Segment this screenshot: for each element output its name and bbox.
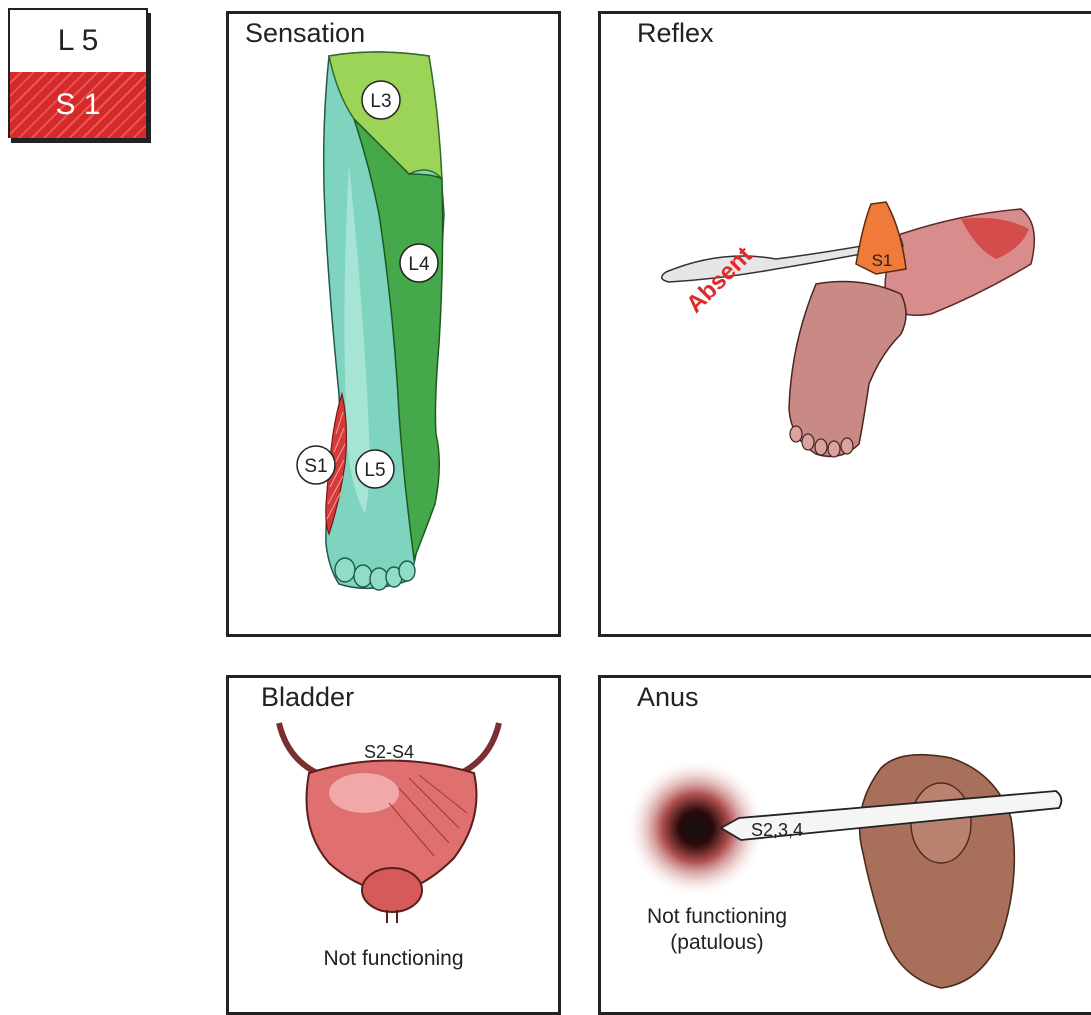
- bladder-bulb: [362, 868, 422, 912]
- foot: [789, 282, 906, 457]
- level-badge-box: L 5 S 1: [8, 8, 148, 138]
- reflex-panel: Reflex S1 Absent: [598, 11, 1091, 637]
- leg-dermatome-illustration: L3 L4 S1 L5: [229, 14, 558, 634]
- bladder-segment-label: S2-S4: [364, 742, 414, 762]
- anus-caption: Not functioning (patulous): [617, 904, 817, 957]
- level-s1-highlighted: S 1: [10, 72, 146, 138]
- svg-text:L3: L3: [370, 91, 391, 112]
- svg-text:L5: L5: [364, 460, 385, 481]
- level-badge: L 5 S 1: [8, 8, 150, 140]
- svg-text:L4: L4: [408, 254, 430, 275]
- hammer-label: S1: [872, 251, 893, 270]
- bladder-panel: Bladder S2-S4 Not functioning: [226, 675, 561, 1015]
- reflex-illustration: S1 Absent: [601, 14, 1091, 634]
- label-l4: L4: [400, 244, 438, 282]
- anus-panel: Anus S2,3,4 Not functioning (patulous): [598, 675, 1091, 1015]
- sensation-panel: Sensation L3 L4: [226, 11, 561, 637]
- anus-caption-line2: (patulous): [617, 930, 817, 956]
- label-s1: S1: [297, 446, 335, 484]
- anus-caption-line1: Not functioning: [617, 904, 817, 930]
- bladder-caption: Not functioning: [229, 946, 558, 972]
- label-l5: L5: [356, 450, 394, 488]
- probe-label: S2,3,4: [751, 820, 803, 840]
- label-l3: L3: [362, 81, 400, 119]
- anus-illustration: S2,3,4: [601, 678, 1091, 1012]
- level-l5: L 5: [10, 10, 146, 72]
- svg-text:S1: S1: [304, 456, 327, 477]
